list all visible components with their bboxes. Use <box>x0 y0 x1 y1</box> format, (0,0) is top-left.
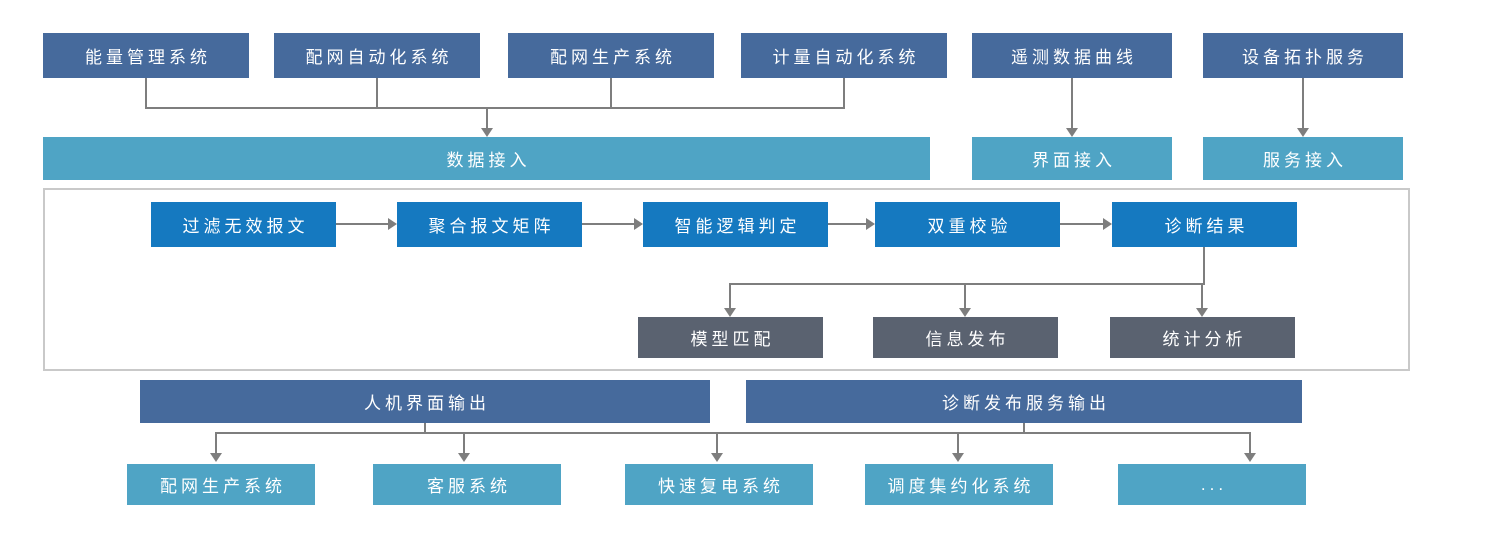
source-telemetry-curve: 遥测数据曲线 <box>972 33 1172 78</box>
connector-line <box>828 223 866 225</box>
connector-line <box>215 432 217 453</box>
connector-line <box>376 78 378 107</box>
arrow-down-icon <box>1297 128 1309 137</box>
source-metering-automation: 计量自动化系统 <box>741 33 947 78</box>
step-filter-invalid-messages: 过滤无效报文 <box>151 202 336 247</box>
connector-line <box>729 283 731 308</box>
arrow-down-icon <box>1244 453 1256 462</box>
arrow-down-icon <box>481 128 493 137</box>
analysis-statistics: 统计分析 <box>1110 317 1295 358</box>
connector-line <box>1023 423 1025 432</box>
connector-line <box>486 107 488 128</box>
step-intelligent-logic-judgment: 智能逻辑判定 <box>643 202 828 247</box>
connector-line <box>1060 223 1103 225</box>
output-diagnosis-publish-service: 诊断发布服务输出 <box>746 380 1302 423</box>
arrow-right-icon <box>634 218 643 230</box>
analysis-model-matching: 模型匹配 <box>638 317 823 358</box>
arrow-down-icon <box>952 453 964 462</box>
source-distribution-automation: 配网自动化系统 <box>274 33 480 78</box>
arrow-right-icon <box>866 218 875 230</box>
connector-line <box>957 432 959 453</box>
step-aggregate-message-matrix: 聚合报文矩阵 <box>397 202 582 247</box>
arrow-right-icon <box>388 218 397 230</box>
target-dispatch-centralized: 调度集约化系统 <box>865 464 1053 505</box>
connector-line <box>610 78 612 107</box>
target-distribution-production: 配网生产系统 <box>127 464 315 505</box>
source-distribution-production: 配网生产系统 <box>508 33 714 78</box>
arrow-down-icon <box>724 308 736 317</box>
target-more: ... <box>1118 464 1306 505</box>
connector-line <box>1203 247 1205 285</box>
connector-line <box>716 432 718 453</box>
output-hmi: 人机界面输出 <box>140 380 710 423</box>
source-device-topology: 设备拓扑服务 <box>1203 33 1403 78</box>
source-ems: 能量管理系统 <box>43 33 249 78</box>
connector-bus-line <box>729 283 1205 285</box>
connector-line <box>1071 78 1073 128</box>
arrow-down-icon <box>711 453 723 462</box>
connector-line <box>1201 283 1203 308</box>
connector-line <box>1249 432 1251 453</box>
step-diagnosis-result: 诊断结果 <box>1112 202 1297 247</box>
connector-line <box>463 432 465 453</box>
connector-line <box>964 283 966 308</box>
arrow-down-icon <box>959 308 971 317</box>
connector-line <box>582 223 634 225</box>
arrow-down-icon <box>1196 308 1208 317</box>
diagnosis-engine-frame <box>43 188 1410 371</box>
analysis-info-publish: 信息发布 <box>873 317 1058 358</box>
connector-line <box>843 78 845 107</box>
connector-line <box>1302 78 1304 128</box>
arrow-down-icon <box>1066 128 1078 137</box>
arrow-down-icon <box>210 453 222 462</box>
connector-bus-line <box>145 107 845 109</box>
connector-bus-line <box>215 432 1251 434</box>
arrow-down-icon <box>458 453 470 462</box>
connector-line <box>336 223 388 225</box>
arrow-right-icon <box>1103 218 1112 230</box>
target-fast-power-restore: 快速复电系统 <box>625 464 813 505</box>
step-double-verification: 双重校验 <box>875 202 1060 247</box>
target-customer-service: 客服系统 <box>373 464 561 505</box>
data-access-bar: 数据接入 <box>43 137 930 180</box>
service-access-bar: 服务接入 <box>1203 137 1403 180</box>
connector-line <box>424 423 426 432</box>
connector-line <box>145 78 147 107</box>
ui-access-bar: 界面接入 <box>972 137 1172 180</box>
